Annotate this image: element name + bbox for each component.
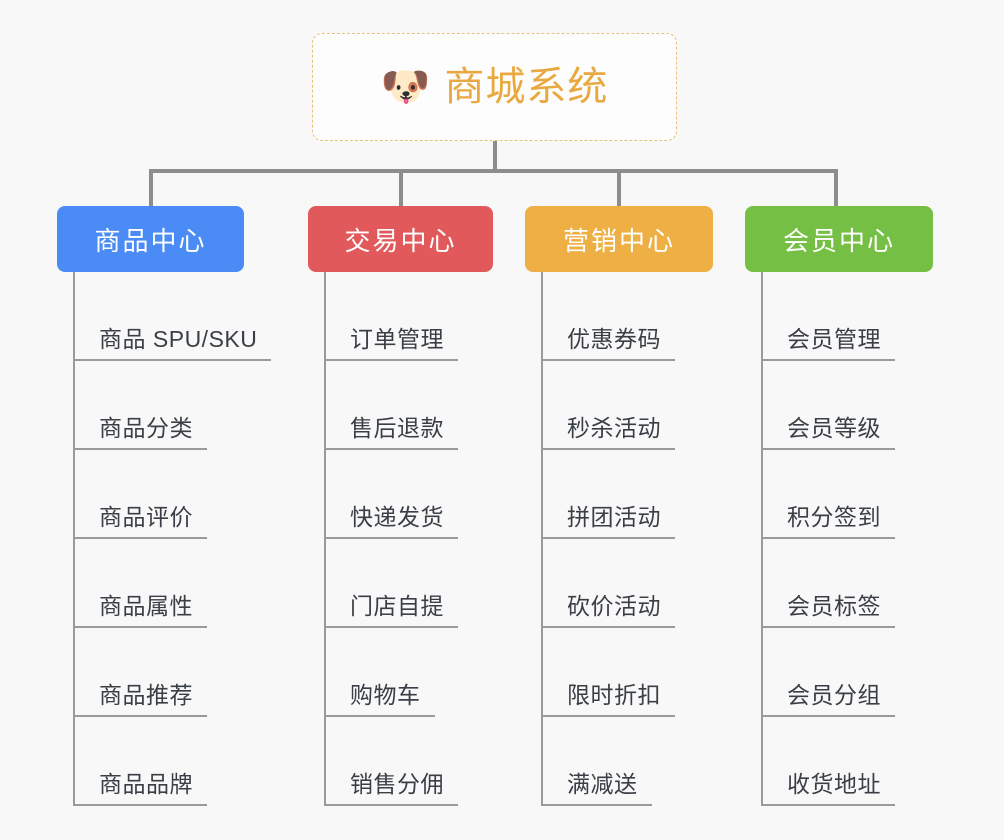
leaf-item[interactable]: 商品 SPU/SKU (73, 272, 272, 361)
leaf-label: 商品品牌 (99, 770, 193, 797)
leaf-item[interactable]: 会员标签 (761, 539, 933, 628)
leaf-item[interactable]: 会员分组 (761, 628, 933, 717)
leaf-label: 优惠券码 (567, 325, 661, 352)
leaf-trunk (324, 272, 326, 806)
leaf-item[interactable]: 售后退款 (324, 361, 493, 450)
leaf-list-marketing: 优惠券码 秒杀活动 拼团活动 砍价活动 限时折扣 满减送 (525, 272, 713, 806)
leaf-label: 会员分组 (787, 681, 881, 708)
branch-column-member: 会员中心 会员管理 会员等级 积分签到 会员标签 会员分组 收货地址 (745, 206, 933, 806)
leaf-label: 销售分佣 (350, 770, 444, 797)
connector-drop-0 (149, 169, 153, 206)
leaf-label: 会员等级 (787, 414, 881, 441)
leaf-trunk (73, 272, 75, 806)
root-title: 商城系统 (444, 65, 609, 109)
branch-column-trade: 交易中心 订单管理 售后退款 快递发货 门店自提 购物车 销售分佣 (308, 206, 493, 806)
leaf-label: 会员标签 (787, 592, 881, 619)
leaf-label: 砍价活动 (567, 592, 661, 619)
root-node[interactable]: 🐶 商城系统 (312, 33, 677, 141)
category-label: 营销中心 (562, 225, 675, 256)
leaf-item[interactable]: 满减送 (541, 717, 713, 806)
leaf-trunk (541, 272, 543, 806)
connector-drop-1 (399, 169, 403, 206)
leaf-item[interactable]: 砍价活动 (541, 539, 713, 628)
leaf-item[interactable]: 会员等级 (761, 361, 933, 450)
leaf-item[interactable]: 商品品牌 (73, 717, 244, 806)
category-header-member[interactable]: 会员中心 (745, 206, 933, 272)
category-label: 交易中心 (344, 225, 457, 256)
leaf-item[interactable]: 购物车 (324, 628, 493, 717)
leaf-label: 购物车 (350, 681, 421, 708)
branch-column-marketing: 营销中心 优惠券码 秒杀活动 拼团活动 砍价活动 限时折扣 满减送 (525, 206, 713, 806)
leaf-label: 订单管理 (350, 325, 444, 352)
leaf-item[interactable]: 商品属性 (73, 539, 244, 628)
leaf-trunk (761, 272, 763, 806)
leaf-list-member: 会员管理 会员等级 积分签到 会员标签 会员分组 收货地址 (745, 272, 933, 806)
category-label: 商品中心 (94, 225, 207, 256)
leaf-label: 秒杀活动 (567, 414, 661, 441)
leaf-label: 会员管理 (787, 325, 881, 352)
category-header-trade[interactable]: 交易中心 (308, 206, 493, 272)
leaf-label: 拼团活动 (567, 503, 661, 530)
leaf-item[interactable]: 收货地址 (761, 717, 933, 806)
leaf-label: 商品分类 (99, 414, 193, 441)
connector-drop-2 (617, 169, 621, 206)
leaf-label: 商品 SPU/SKU (99, 325, 258, 352)
leaf-item[interactable]: 秒杀活动 (541, 361, 713, 450)
leaf-label: 满减送 (567, 770, 638, 797)
leaf-item[interactable]: 快递发货 (324, 450, 493, 539)
connector-horizontal-bus (149, 169, 838, 173)
leaf-item[interactable]: 积分签到 (761, 450, 933, 539)
leaf-item[interactable]: 订单管理 (324, 272, 493, 361)
leaf-label: 商品属性 (99, 592, 193, 619)
leaf-label: 售后退款 (350, 414, 444, 441)
connector-root-stem (493, 141, 497, 172)
leaf-list-product: 商品 SPU/SKU 商品分类 商品评价 商品属性 商品推荐 商品品牌 (57, 272, 272, 806)
connector-drop-3 (834, 169, 838, 206)
leaf-item[interactable]: 商品分类 (73, 361, 244, 450)
leaf-item[interactable]: 销售分佣 (324, 717, 493, 806)
leaf-item[interactable]: 优惠券码 (541, 272, 713, 361)
branch-column-product: 商品中心 商品 SPU/SKU 商品分类 商品评价 商品属性 商品推荐 商品品牌 (57, 206, 272, 806)
leaf-item[interactable]: 商品评价 (73, 450, 244, 539)
leaf-label: 门店自提 (350, 592, 444, 619)
leaf-item[interactable]: 门店自提 (324, 539, 493, 628)
leaf-list-trade: 订单管理 售后退款 快递发货 门店自提 购物车 销售分佣 (308, 272, 493, 806)
leaf-label: 积分签到 (787, 503, 881, 530)
leaf-item[interactable]: 商品推荐 (73, 628, 244, 717)
category-header-product[interactable]: 商品中心 (57, 206, 244, 272)
leaf-item[interactable]: 会员管理 (761, 272, 933, 361)
leaf-item[interactable]: 限时折扣 (541, 628, 713, 717)
dog-face-icon: 🐶 (380, 64, 431, 110)
leaf-label: 收货地址 (787, 770, 881, 797)
category-label: 会员中心 (782, 225, 895, 256)
category-header-marketing[interactable]: 营销中心 (525, 206, 713, 272)
leaf-label: 商品评价 (99, 503, 193, 530)
leaf-label: 快递发货 (350, 503, 444, 530)
leaf-label: 限时折扣 (567, 681, 661, 708)
leaf-item[interactable]: 拼团活动 (541, 450, 713, 539)
leaf-label: 商品推荐 (99, 681, 193, 708)
